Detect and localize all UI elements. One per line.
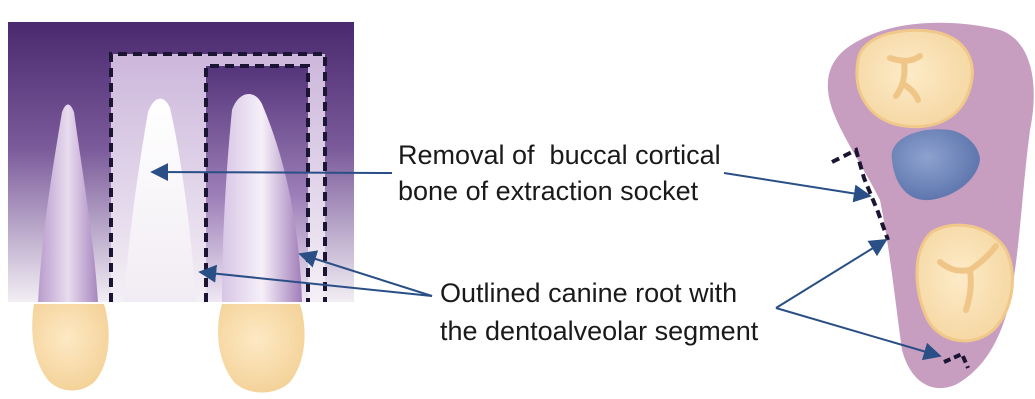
label-buccal-removal: Removal of buccal cortical bone of extra…: [398, 140, 721, 206]
label-outlined-root: Outlined canine root with the dentoalveo…: [440, 278, 759, 346]
arrow-to-socket: [152, 172, 392, 173]
side-view: [8, 22, 354, 393]
label-buccal-removal-line1: Removal of buccal cortical: [398, 140, 721, 170]
label-buccal-removal-line2: bone of extraction socket: [398, 176, 699, 206]
arrow-to-upper-cut: [776, 240, 886, 308]
occlusal-view: [828, 23, 1034, 388]
lower-tooth: [917, 225, 1013, 341]
upper-tooth: [857, 30, 972, 126]
arrow-to-buccal-cut: [724, 173, 870, 196]
label-outlined-root-line2: the dentoalveolar segment: [440, 316, 759, 346]
left-crown: [32, 304, 108, 391]
canine-crown: [218, 304, 305, 393]
label-outlined-root-line1: Outlined canine root with: [440, 278, 737, 308]
